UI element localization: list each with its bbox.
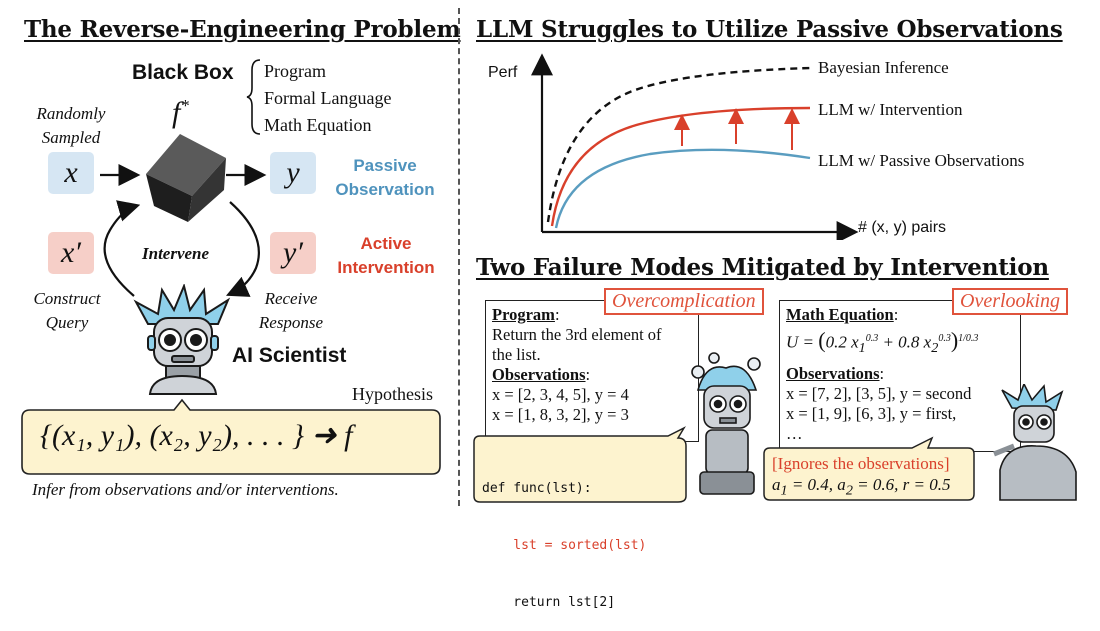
legend-intervention: LLM w/ Intervention (818, 100, 963, 119)
flow-arrows (100, 164, 267, 297)
ai-scientist-label: AI Scientist (232, 344, 347, 367)
math-heading: Math Equation (786, 305, 894, 324)
left-panel-title: The Reverse-Engineering Problem (24, 16, 461, 43)
ignores-bubble-shape (763, 436, 975, 501)
f-star-label: f* (172, 96, 189, 129)
math-obs-line: x = [1, 9], [6, 3], y = first, (786, 404, 957, 424)
math-observations-heading: Observations (786, 364, 880, 384)
ignores-observations-text: [Ignores the observations] (772, 454, 950, 473)
lounging-robot-icon (993, 384, 1077, 501)
program-obs-line: x = [1, 8, 3, 2], y = 3 (492, 405, 629, 424)
series-passive-line (554, 148, 811, 229)
brace-icon (246, 59, 261, 135)
passive-observation-label: Passive Observation (335, 156, 435, 199)
math-obs-line: … (786, 424, 803, 444)
receive-response-label: Receive Response (258, 289, 324, 332)
hypothesis-label: Hypothesis (352, 384, 433, 404)
legend-bayesian: Bayesian Inference (818, 58, 949, 77)
program-obs-line: x = [2, 3, 4, 5], y = 4 (492, 385, 629, 404)
construct-query-label: Construct Query (33, 289, 101, 332)
right-bottom-title: Two Failure Modes Mitigated by Intervent… (476, 254, 1049, 281)
params-text: a1 = 0.4, a2 = 0.6, r = 0.5 (772, 475, 951, 499)
panel-divider (458, 8, 460, 506)
caption: Infer from observations and/or intervent… (32, 480, 339, 499)
legend-passive: LLM w/ Passive Observations (818, 151, 1025, 170)
code-line: def func(lst): (482, 481, 592, 496)
program-desc-line: Return the 3rd element of (492, 325, 662, 344)
box-types-list: Program Formal Language Math Equation (264, 58, 391, 139)
program-observations-heading: Observations (492, 365, 586, 384)
series-bayesian-line (546, 66, 811, 223)
math-equation-card: Math Equation: U = (0.2 x10.3 + 0.8 x20.… (779, 300, 1021, 452)
code-block: def func(lst): lst = sorted(lst) return … (482, 441, 646, 631)
overlooking-tag: Overlooking (952, 288, 1068, 315)
overcomplication-tag: Overcomplication (604, 288, 764, 315)
active-intervention-label: Active Intervention (337, 234, 435, 277)
y-output-box: y (270, 152, 316, 194)
box-type-program: Program (264, 61, 326, 81)
scientist-robot-icon-2 (691, 352, 761, 495)
right-top-title: LLM Struggles to Utilize Passive Observa… (476, 16, 1063, 43)
black-box-cube-icon (146, 134, 226, 222)
y-prime-box: y′ (270, 232, 316, 274)
program-card: Program: Return the 3rd element of the l… (485, 300, 699, 442)
black-box-label: Black Box (132, 61, 234, 84)
box-type-formal-language: Formal Language (264, 88, 392, 108)
ai-scientist-robot-icon (133, 284, 231, 395)
x-prime-box: x′ (48, 232, 94, 274)
perf-chart (531, 53, 859, 240)
math-obs-line: x = [7, 2], [3, 5], y = second (786, 384, 972, 404)
box-type-math-equation: Math Equation (264, 115, 372, 135)
code-line: return lst[2] (482, 595, 616, 610)
series-intervention-line (550, 106, 811, 227)
x-axis-label: # (x, y) pairs (858, 219, 947, 236)
hypothesis-box-shape (21, 398, 441, 475)
x-input-box: x (48, 152, 94, 194)
y-axis-label: Perf (488, 64, 518, 81)
code-line-highlight: lst = sorted(lst) (482, 538, 647, 553)
program-desc-line: the list. (492, 345, 541, 364)
program-heading: Program (492, 305, 555, 324)
math-equation: U = (0.2 x10.3 + 0.8 x20.3)1/0.3 (786, 327, 979, 357)
code-bubble-shape (473, 426, 687, 503)
randomly-sampled-label: Randomly Sampled (36, 104, 106, 147)
intervene-label: Intervene (142, 244, 210, 263)
hypothesis-formula: {(x₁, y₁), (x₂, y₂), . . . } ➜ f (40, 419, 353, 452)
